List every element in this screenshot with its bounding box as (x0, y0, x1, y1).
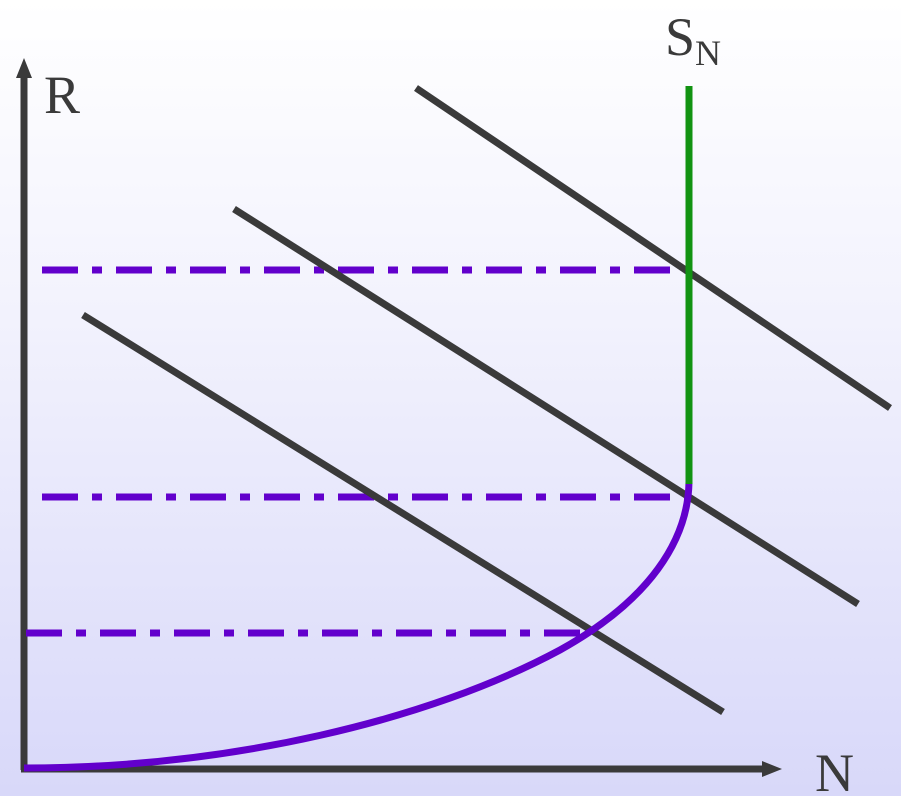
y-axis-label: R (44, 65, 81, 125)
demand-line-low (81, 312, 725, 715)
x-axis-arrowhead (762, 761, 782, 777)
demand-line-high (414, 85, 892, 411)
supply-curve (23, 481, 693, 772)
demand-line-middle (232, 206, 860, 607)
supply-label-main: S (665, 7, 696, 67)
y-axis-arrowhead (16, 58, 32, 78)
supply-label-subscript: N (695, 33, 722, 73)
x-axis-label: N (815, 743, 854, 803)
supply-label: SN (665, 10, 721, 71)
